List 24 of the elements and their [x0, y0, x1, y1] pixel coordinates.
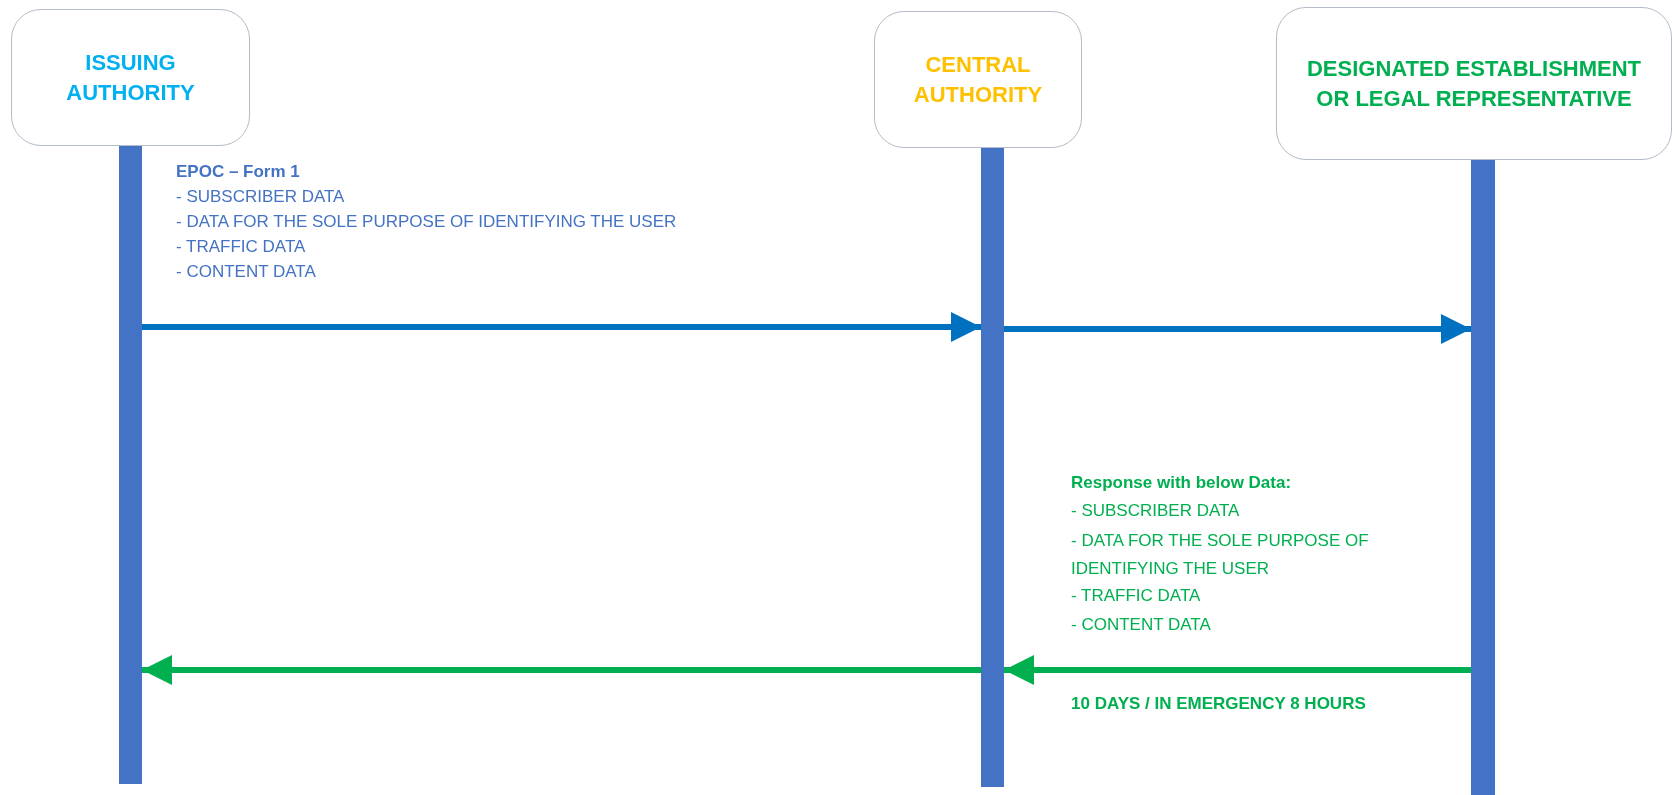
message-item: - TRAFFIC DATA	[1071, 585, 1201, 607]
message-item: - SUBSCRIBER DATA	[1071, 500, 1240, 522]
participant-box	[1276, 7, 1672, 160]
message-heading: EPOC – Form 1	[176, 161, 300, 183]
participant-label: DESIGNATED ESTABLISHMENT OR LEGAL REPRESENTATIVE	[1305, 54, 1643, 113]
arrow	[1004, 314, 1471, 344]
participant-box	[874, 11, 1082, 148]
duration-note: 10 DAYS / IN EMERGENCY 8 HOURS	[1071, 693, 1366, 715]
message-item: - DATA FOR THE SOLE PURPOSE OF IDENTIFYING THE USER	[176, 211, 677, 233]
participant-box	[11, 9, 250, 146]
message-item: - DATA FOR THE SOLE PURPOSE OF IDENTIFYING THE USER	[1071, 530, 1370, 580]
lifeline-bar	[1471, 160, 1495, 795]
message-item: - SUBSCRIBER DATA	[176, 186, 345, 208]
message-heading: Response with below Data:	[1071, 472, 1292, 494]
arrow	[142, 312, 981, 342]
lifeline-bar	[119, 146, 142, 784]
message-item: - CONTENT DATA	[176, 261, 316, 283]
participant-label: CENTRAL AUTHORITY	[912, 50, 1044, 109]
participant-label: ISSUING AUTHORITY	[65, 48, 196, 107]
arrow	[1004, 655, 1471, 685]
arrow	[142, 655, 981, 685]
lifeline-bar	[981, 148, 1004, 787]
message-item: - CONTENT DATA	[1071, 614, 1211, 636]
message-item: - TRAFFIC DATA	[176, 236, 306, 258]
